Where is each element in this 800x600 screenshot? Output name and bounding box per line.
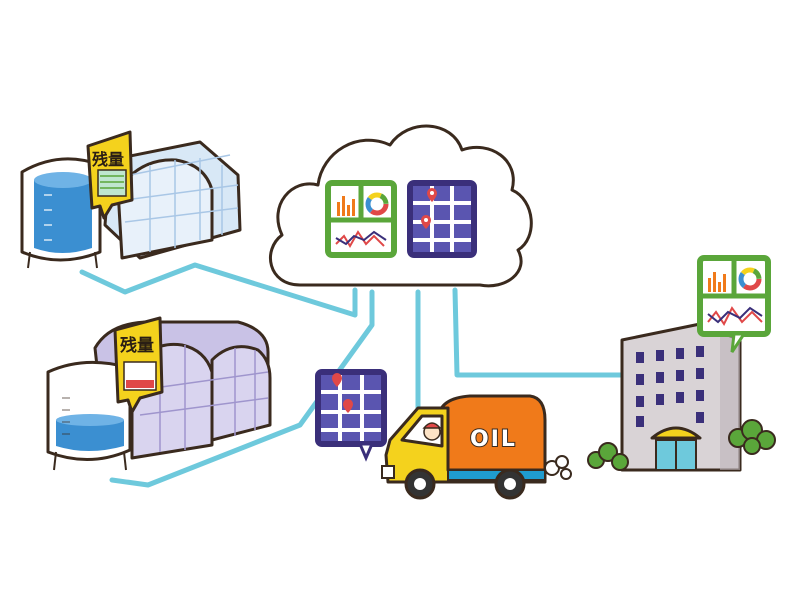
map-pin-icon xyxy=(343,399,353,413)
truck-tank-label: OIL xyxy=(470,427,517,452)
truck-map-callout xyxy=(315,369,387,462)
tank-level-callout: 残量 xyxy=(86,130,134,220)
tank-level-label-bottom: 残量 xyxy=(120,335,154,356)
line-chart-series-2 xyxy=(335,230,387,246)
network-lines xyxy=(79,262,625,488)
bush-icon xyxy=(587,419,776,471)
oil-delivery-truck-icon: OIL xyxy=(381,394,572,500)
link-top-greenhouse xyxy=(79,262,358,318)
tank-level-label-top: 残量 xyxy=(92,150,124,169)
bar-chart-icon xyxy=(708,272,726,292)
building-windows xyxy=(636,346,704,427)
donut-chart-icon xyxy=(365,192,389,216)
map-pin-icon xyxy=(332,373,342,387)
fuel-tank-icon xyxy=(20,157,102,269)
line-chart-icon xyxy=(335,230,385,248)
office-building-icon xyxy=(587,322,776,472)
greenhouse-icon xyxy=(103,140,242,260)
link-bottom-greenhouse xyxy=(109,289,375,488)
tank-level-callout: 残量 xyxy=(113,316,164,414)
link-office xyxy=(452,287,625,378)
fuel-tank-icon xyxy=(46,360,132,471)
bar-chart-icon xyxy=(337,196,355,216)
driver-icon xyxy=(422,422,442,441)
map-pin-icon xyxy=(427,188,437,202)
office-dashboard-callout xyxy=(697,255,771,353)
cloud-map-icon xyxy=(407,180,477,258)
donut-chart-icon xyxy=(738,267,762,291)
cloud-dashboard-icon xyxy=(325,180,397,258)
exhaust-puff-icon xyxy=(544,455,572,480)
map-pin-icon xyxy=(421,215,431,229)
line-chart-series-2 xyxy=(707,306,763,324)
line-chart-icon xyxy=(707,306,763,326)
cloud-icon xyxy=(268,124,533,288)
